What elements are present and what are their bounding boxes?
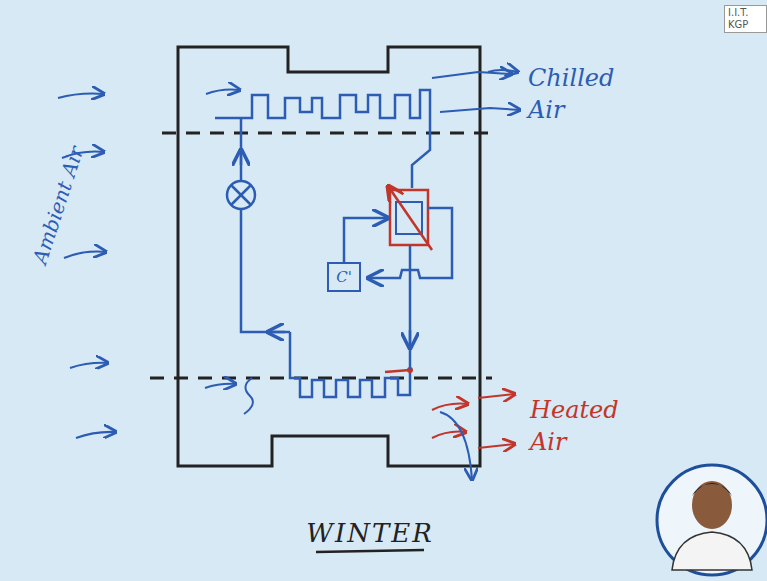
air-arrow bbox=[206, 90, 240, 95]
air-arrow bbox=[440, 412, 472, 480]
housing-outline bbox=[178, 47, 480, 466]
liquid-line bbox=[240, 118, 243, 181]
hot-gas-line bbox=[409, 245, 412, 370]
air-arrow bbox=[440, 108, 520, 112]
air-label: Ambient Air bbox=[28, 143, 89, 267]
liquid-line bbox=[241, 209, 290, 332]
node-text: C' bbox=[336, 268, 352, 286]
compressor-box: C' bbox=[327, 262, 361, 292]
air-arrow bbox=[205, 384, 236, 388]
air-arrow bbox=[432, 72, 512, 78]
coil-outlet bbox=[385, 370, 410, 372]
air-arrow bbox=[488, 70, 518, 72]
heated-air-arrow bbox=[478, 444, 515, 448]
caption-underline bbox=[316, 550, 424, 552]
air-arrow bbox=[64, 252, 106, 258]
air-arrow bbox=[70, 363, 108, 368]
condenser-coil bbox=[290, 332, 410, 397]
heated-air-arrow bbox=[432, 404, 468, 410]
caption: WINTER bbox=[306, 518, 434, 548]
air-label: Chilled Air bbox=[528, 62, 600, 127]
partition-line bbox=[162, 132, 492, 135]
air-arrow bbox=[76, 432, 116, 438]
air-arrow bbox=[58, 94, 104, 99]
heated-air-arrow bbox=[478, 394, 515, 398]
flow-arrow bbox=[409, 330, 412, 348]
flow-arrow bbox=[268, 331, 285, 334]
suction-line bbox=[344, 218, 388, 262]
air-label: Heated Air bbox=[530, 394, 612, 459]
logo-text: I.I.T. KGP bbox=[724, 5, 767, 33]
flow-arrow bbox=[240, 150, 243, 165]
fan-symbol bbox=[244, 378, 253, 414]
evaporator-coil bbox=[215, 90, 430, 188]
presenter-inset bbox=[657, 465, 767, 575]
valve-arrow bbox=[388, 186, 432, 250]
expansion-valve bbox=[227, 181, 255, 209]
